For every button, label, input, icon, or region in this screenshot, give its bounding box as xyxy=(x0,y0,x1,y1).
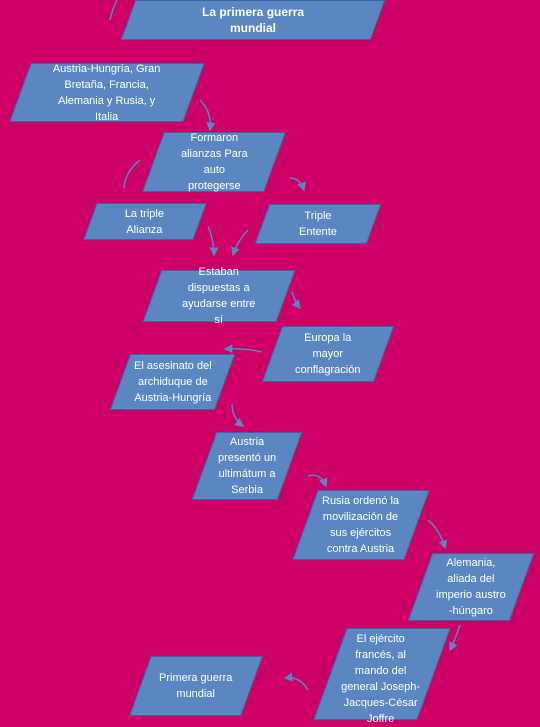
countries-text: Austria-Hungría, Gran Bretaña, Francia, … xyxy=(53,62,161,123)
node-russia: Rusia ordenó la movilización de sus ejér… xyxy=(292,490,430,560)
arrow-countries-to-alliances xyxy=(199,99,216,132)
arrow-germany-to-french xyxy=(449,624,461,652)
node-french-army: El ejército francés, al mando del genera… xyxy=(313,628,451,725)
node-ready-help: Estaban dispuestas a ayudarse entre sí xyxy=(142,266,296,326)
node-alliances: Formaron alianzas Para auto protegerse xyxy=(142,132,286,192)
arrow-alliances-to-entente xyxy=(289,177,306,192)
germany-text: Alemania, aliada del imperio austro -hún… xyxy=(436,557,506,617)
title-text: La primera guerra mundial xyxy=(201,5,305,35)
title-node: La primera guerra mundial xyxy=(120,0,386,40)
arrow-russia-to-germany xyxy=(427,519,448,550)
assassination-text: El asesinato del archiduque de Austria-H… xyxy=(133,360,212,404)
arrow-war-to-assassination xyxy=(223,344,263,354)
french-army-text: El ejército francés, al mando del genera… xyxy=(340,633,420,725)
alliances-text: Formaron alianzas Para auto protegerse xyxy=(180,132,248,192)
ultimatum-text: Austria presentó un ultimátum a Serbia xyxy=(217,436,277,496)
arrow-entente-to-ready xyxy=(231,229,249,257)
node-assassination: El asesinato del archiduque de Austria-H… xyxy=(109,354,236,410)
node-ultimatum: Austria presentó un ultimátum a Serbia xyxy=(191,432,303,500)
arrow-ready-to-war xyxy=(291,291,301,310)
arrow-ultimatum-to-russia xyxy=(307,474,328,488)
russia-text: Rusia ordenó la movilización de sus ejér… xyxy=(322,495,400,555)
node-countries: Austria-Hungría, Gran Bretaña, Francia, … xyxy=(9,62,205,123)
great-war-text: Europa la mayor conflagración xyxy=(295,332,361,376)
arrow-triple-alliance-to-ready xyxy=(207,225,219,257)
arrow-top xyxy=(109,0,118,21)
triple-alliance-text: La triple Alianza xyxy=(125,207,165,236)
node-great-war: Europa la mayor conflagración xyxy=(261,326,395,382)
first-war-text: Primera guerra mundial xyxy=(159,672,233,700)
node-triple-alliance: La triple Alianza xyxy=(83,203,207,240)
node-germany: Alemania, aliada del imperio austro -hún… xyxy=(407,553,535,621)
ready-help-text: Estaban dispuestas a ayudarse entre sí xyxy=(182,266,256,326)
node-first-war: Primera guerra mundial xyxy=(129,656,263,716)
node-triple-entente: Triple Entente xyxy=(254,204,382,244)
arrow-alliances-to-triple-alliance xyxy=(123,159,141,189)
arrow-assassination-to-ultimatum xyxy=(231,403,245,427)
triple-entente-text: Triple Entente xyxy=(299,210,337,238)
arrow-french-to-first-war xyxy=(283,672,309,691)
